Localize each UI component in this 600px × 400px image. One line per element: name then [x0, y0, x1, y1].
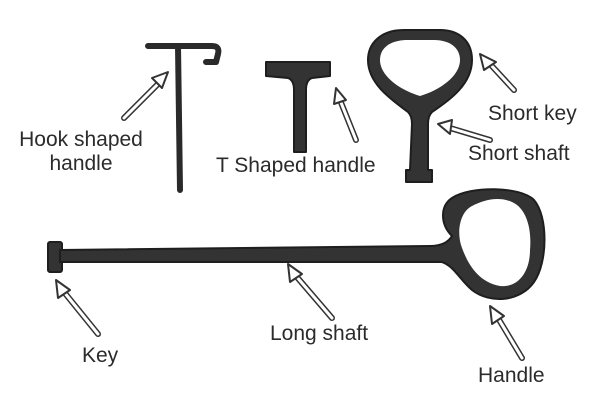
label-long-shaft: Long shaft	[270, 322, 369, 345]
label-short-shaft: Short shaft	[468, 142, 570, 165]
arrow-t-handle	[333, 87, 359, 143]
short-key	[367, 29, 473, 183]
arrow-handle	[489, 305, 525, 361]
label-hook-line-2: handle	[49, 152, 113, 175]
label-short-key: Short key	[488, 102, 577, 125]
arrow-long-shaft	[287, 263, 335, 321]
arrow-hook-handle	[121, 71, 169, 121]
label-handle: Handle	[478, 364, 545, 387]
arrow-short-shaft	[437, 119, 493, 143]
label-t-shaped-handle: T Shaped handle	[216, 154, 376, 177]
label-hook-shaped-handle: Hook shaped handle	[6, 128, 156, 176]
label-hook-line-1: Hook shaped	[19, 128, 143, 151]
arrow-key	[55, 279, 101, 337]
t-handle-key	[265, 61, 331, 153]
long-key	[47, 188, 546, 301]
label-key: Key	[82, 344, 119, 367]
hook-handle-key	[145, 43, 222, 193]
arrow-short-key	[479, 53, 517, 93]
